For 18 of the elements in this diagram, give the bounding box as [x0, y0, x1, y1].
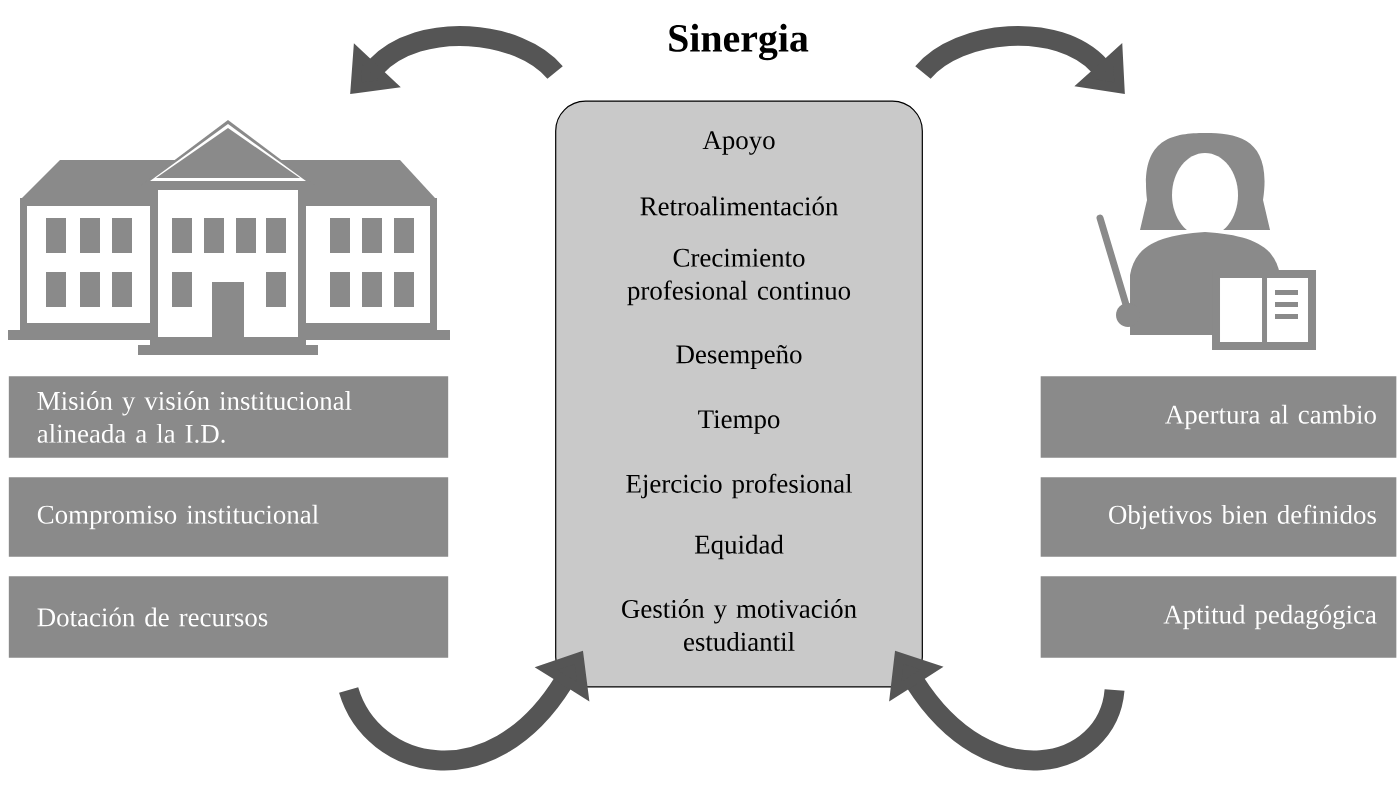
list-item: Tiempo [698, 410, 780, 434]
list-item: Retroalimentación [640, 196, 838, 216]
list-item: Ejercicio profesional [626, 473, 853, 499]
rounded-box [555, 100, 923, 688]
text-box: Dotación de recursos [8, 576, 449, 658]
list-item: Apoyo [702, 131, 775, 155]
list-item: Desempeño [676, 345, 802, 369]
building-drawing [8, 120, 450, 355]
text-box: Misión y visión institucional alineada a la I.D. [8, 376, 449, 458]
list-item: Crecimiento profesional continuo [627, 248, 851, 306]
text-box: Aptitud pedagógica [1040, 576, 1397, 658]
text-box: Objetivos bien definidos [1040, 477, 1397, 557]
text-box: Compromiso institucional [8, 477, 449, 557]
list-item: Gestión y motivación estudiantil [622, 599, 857, 651]
teacher-drawing [1096, 133, 1316, 350]
text-box: Apertura al cambio [1040, 376, 1397, 458]
list-item: Equidad [694, 534, 784, 560]
title: Sinergia [669, 23, 809, 61]
